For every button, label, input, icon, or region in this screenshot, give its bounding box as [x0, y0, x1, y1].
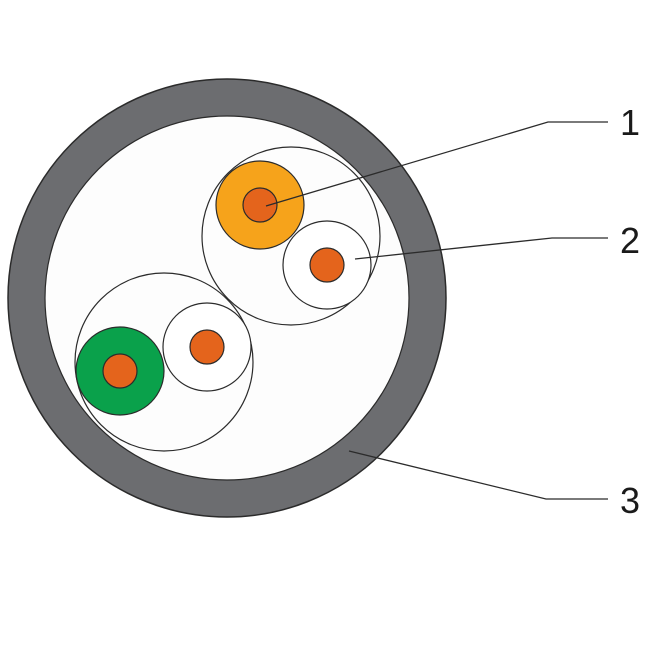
pair-2-white-conductor: [189, 329, 225, 365]
leader-line-1: [265, 121, 608, 207]
pair-2-binder: [74, 272, 254, 452]
callout-number-2: 2: [620, 220, 640, 261]
pair-2-green-conductor: [102, 353, 138, 389]
pair-1-binder: [201, 146, 381, 326]
twisted-pair-2: [74, 272, 254, 452]
callout-number-1: 1: [620, 102, 640, 143]
leader-line-2: [354, 237, 608, 260]
pair-1-white-conductor: [309, 247, 345, 283]
twisted-pair-1: [201, 146, 381, 326]
pair-1-orange-conductor: [242, 187, 278, 223]
leader-line-3: [348, 450, 608, 500]
callout-number-3: 3: [620, 480, 640, 521]
